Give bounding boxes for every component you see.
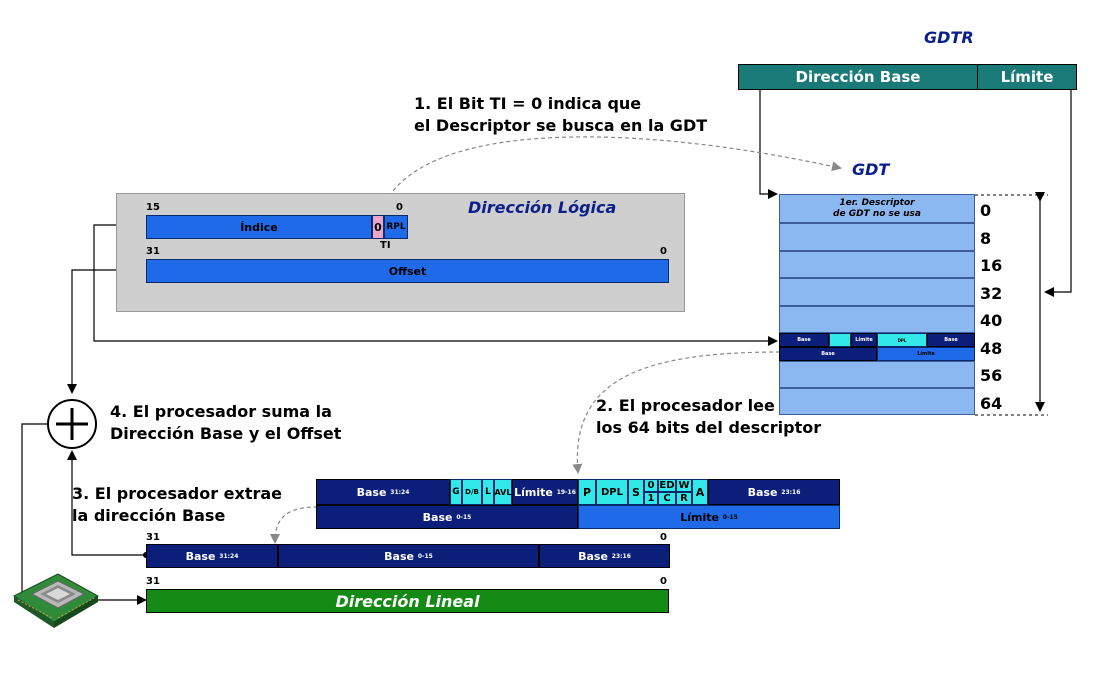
gdt-offset-8: 8 bbox=[980, 229, 992, 248]
selector-rpl-field: RPL bbox=[384, 215, 408, 239]
desc-a-bit: A bbox=[692, 479, 708, 505]
linear-bit-31: 31 bbox=[146, 576, 160, 587]
gdt-row-1 bbox=[779, 223, 975, 251]
base-reg-bit-0: 0 bbox=[660, 532, 667, 543]
desc-s-bit: S bbox=[628, 479, 644, 505]
gdt-row-6 bbox=[779, 361, 975, 388]
base-reg-bit-31: 31 bbox=[146, 532, 160, 543]
gdt-title: GDT bbox=[852, 160, 890, 179]
mini-flags bbox=[829, 333, 851, 347]
desc-base-23-16: Base 23:16 bbox=[708, 479, 840, 505]
selector-bit-0: 0 bbox=[396, 202, 403, 213]
desc-c-bit: C bbox=[658, 492, 676, 505]
desc-base-0-15: Base 0-15 bbox=[316, 505, 578, 529]
gdt-row-7 bbox=[779, 388, 975, 415]
mini-base-mid: Base bbox=[927, 333, 975, 347]
desc-g-bit: G bbox=[450, 479, 462, 505]
gdt-offset-32: 32 bbox=[980, 284, 1003, 303]
gdt-row-2 bbox=[779, 251, 975, 278]
mini-base-low: Base bbox=[779, 347, 877, 361]
gdt-offset-40: 40 bbox=[980, 311, 1003, 330]
offset-bit-31: 31 bbox=[146, 246, 160, 257]
gdt-row-0: 1er. Descriptor de GDT no se usa bbox=[779, 194, 975, 223]
step3-text: 3. El procesador extrae la dirección Bas… bbox=[72, 484, 283, 525]
gdt-first-descriptor-note: 1er. Descriptor de GDT no se usa bbox=[833, 197, 921, 219]
base-reg-23-16: Base 23:16 bbox=[539, 544, 670, 568]
gdtr-limit-arrow bbox=[1044, 83, 1074, 297]
desc-type-bit3-top: 0 bbox=[644, 479, 658, 492]
ti-label: TI bbox=[380, 240, 391, 251]
gdt-offset-64: 64 bbox=[980, 394, 1003, 413]
gdt-offset-16: 16 bbox=[980, 256, 1003, 275]
ti-to-gdt-dashed-arrow bbox=[377, 136, 842, 223]
logical-address-panel bbox=[116, 193, 685, 312]
linear-address-field: Dirección Lineal bbox=[146, 589, 669, 613]
offset-field: Offset bbox=[146, 259, 669, 283]
adder-plus-icon bbox=[47, 399, 97, 449]
selector-bit-15: 15 bbox=[146, 202, 160, 213]
gdt-offset-0: 0 bbox=[980, 201, 992, 220]
base-extract-dashed-arrow bbox=[270, 506, 319, 544]
logical-address-title: Dirección Lógica bbox=[468, 198, 617, 217]
cpu-chip-icon bbox=[12, 573, 100, 628]
desc-w-bit: W bbox=[676, 479, 692, 492]
desc-db-bit: D/B bbox=[462, 479, 482, 505]
selector-ti-field: 0 bbox=[372, 215, 384, 239]
gdt-row-4 bbox=[779, 306, 975, 333]
gdtr-base-field: Dirección Base bbox=[738, 64, 978, 90]
desc-ed-bit: ED bbox=[658, 479, 676, 492]
descriptor-read-dashed-arrow bbox=[572, 351, 781, 474]
desc-base-31-24: Base 31:24 bbox=[316, 479, 450, 505]
desc-r-bit: R bbox=[676, 492, 692, 505]
gdtr-limit-field: Límite bbox=[977, 64, 1077, 90]
step1-text: 1. El Bit TI = 0 indica que el Descripto… bbox=[414, 94, 708, 135]
step4-text: 4. El procesador suma la Dirección Base … bbox=[110, 402, 342, 443]
gdt-row-3 bbox=[779, 278, 975, 306]
mini-limit-high: Límite bbox=[851, 333, 877, 347]
base-reg-0-15: Base 0-15 bbox=[278, 544, 539, 568]
desc-limit-0-15: Límite 0-15 bbox=[578, 505, 840, 529]
gdt-offset-56: 56 bbox=[980, 366, 1003, 385]
desc-type-bit3-bottom: 1 bbox=[644, 492, 658, 505]
mini-base-high: Base bbox=[779, 333, 829, 347]
desc-p-bit: P bbox=[578, 479, 596, 505]
mini-access: DPL bbox=[877, 333, 927, 347]
gdtr-title: GDTR bbox=[924, 28, 974, 47]
gdt-offset-48: 48 bbox=[980, 339, 1003, 358]
desc-limit-19-16: Límite 19-16 bbox=[512, 479, 578, 505]
step2-text: 2. El procesador lee los 64 bits del des… bbox=[596, 396, 822, 437]
mini-limit-low: Límite bbox=[877, 347, 975, 361]
desc-l-bit: L bbox=[482, 479, 494, 505]
base-reg-31-24: Base 31:24 bbox=[146, 544, 278, 568]
desc-avl-bit: AVL bbox=[494, 479, 512, 505]
linear-bit-0: 0 bbox=[660, 576, 667, 587]
gdtr-base-arrow bbox=[757, 83, 778, 199]
selector-index-field: Índice bbox=[146, 215, 372, 239]
desc-dpl-field: DPL bbox=[596, 479, 628, 505]
offset-bit-0: 0 bbox=[660, 246, 667, 257]
gdt-row-5-descriptor: Base Límite DPL Base Base Límite bbox=[779, 333, 975, 361]
